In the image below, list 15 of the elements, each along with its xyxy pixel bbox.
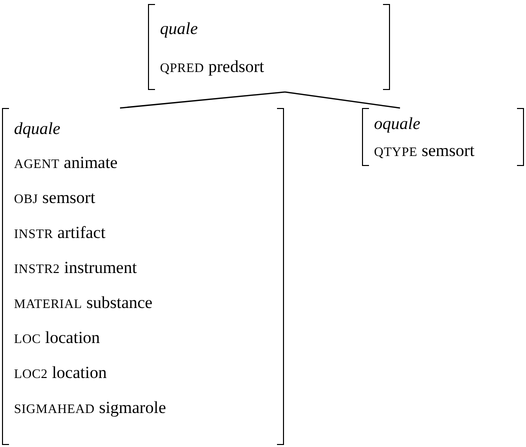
feature-line: INSTR artifact — [14, 222, 106, 244]
feature-line: INSTR2 instrument — [14, 257, 138, 279]
type-label: dquale — [14, 118, 62, 140]
tree-branch-line — [120, 91, 286, 109]
feature-line: LOC location — [14, 327, 101, 349]
feature-line: QPRED predsort — [160, 56, 266, 78]
type-label: quale — [160, 18, 199, 40]
tree-branch-line — [284, 91, 400, 109]
feature-line: MATERIAL substance — [14, 292, 154, 314]
feature-line: AGENT animate — [14, 152, 119, 174]
feature-line: OBJ semsort — [14, 187, 96, 209]
feature-line: SIGMAHEAD sigmarole — [14, 397, 167, 419]
type-label: oquale — [374, 113, 422, 135]
feature-line: QTYPE semsort — [374, 140, 476, 162]
feature-line: LOC2 location — [14, 362, 108, 384]
